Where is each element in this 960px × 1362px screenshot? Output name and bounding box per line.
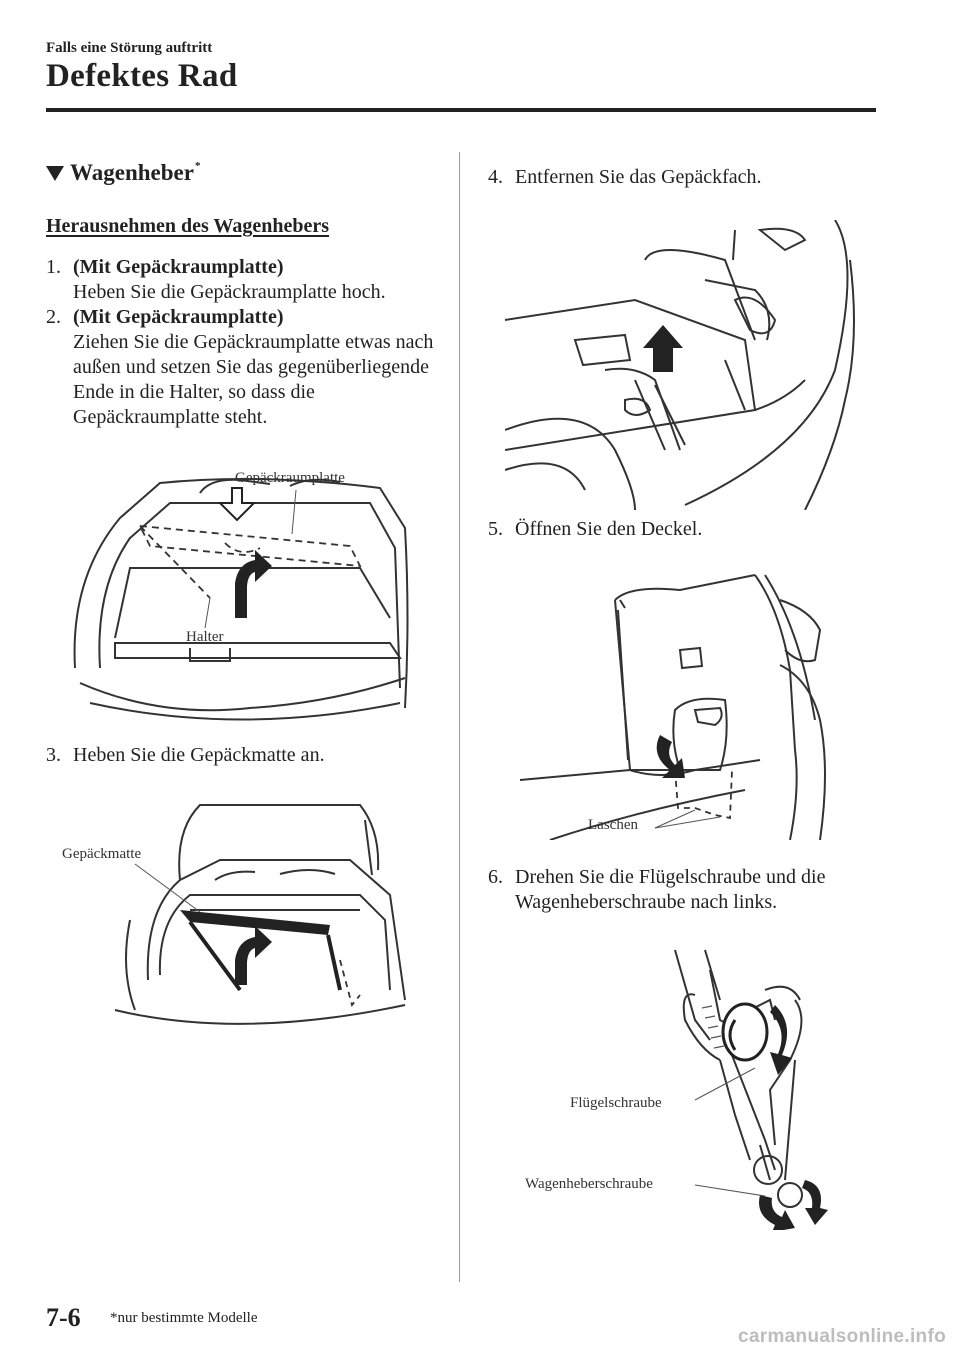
step-number: 6.	[488, 866, 503, 888]
step-text: Ziehen Sie die Gepäckraumplatte etwas na…	[73, 331, 434, 428]
step-text: Heben Sie die Gepäckraumplatte hoch.	[73, 281, 386, 303]
lift-arrow-icon	[235, 550, 272, 618]
step-4: 4. Entfernen Sie das Gepäckfach.	[488, 165, 908, 190]
luggage-tray-illustration	[505, 220, 855, 510]
page-title: Defektes Rad	[46, 58, 238, 94]
rotate-arrow-icon	[656, 735, 685, 778]
step-text: Heben Sie die Gepäckmatte an.	[73, 744, 325, 766]
figure-luggage-board: Gepäckraumplatte Halter	[60, 468, 415, 738]
section-label: Falls eine Störung auftritt	[46, 40, 213, 56]
step-condition: (Mit Gepäckraumplatte)	[73, 256, 284, 278]
callout-holder: Halter	[186, 629, 224, 645]
step-number: 2.	[46, 306, 61, 328]
footnote: *nur bestimmte Modelle	[110, 1310, 258, 1326]
figure-luggage-mat: Gepäckmatte	[60, 800, 415, 1040]
step-number: 1.	[46, 256, 61, 278]
step-6: 6. Drehen Sie die Flügelschraube und die…	[488, 865, 908, 915]
callout-luggage-mat: Gepäckmatte	[62, 846, 142, 862]
column-divider	[459, 152, 460, 1282]
step-text: Öffnen Sie den Deckel.	[515, 518, 703, 540]
step-number: 5.	[488, 518, 503, 540]
jack-screws-illustration	[674, 949, 828, 1230]
callout-tabs: Laschen	[588, 817, 638, 833]
step-3: 3. Heben Sie die Gepäckmatte an.	[46, 743, 446, 768]
rotate-left-arrow-icon	[770, 1005, 792, 1075]
step-number: 4.	[488, 166, 503, 188]
subheading: Herausnehmen des Wagenhebers	[46, 215, 329, 237]
watermark: carmanualsonline.info	[738, 1326, 946, 1347]
heading-footnote-mark: *	[194, 160, 201, 172]
luggage-mat-illustration	[114, 804, 406, 1025]
section-heading: Wagenheber*	[46, 160, 200, 186]
step-text: Drehen Sie die Flügelschraube und die Wa…	[515, 866, 826, 913]
callout-wing-bolt: Flügelschraube	[570, 1095, 662, 1111]
step-condition: (Mit Gepäckraumplatte)	[73, 306, 284, 328]
figure-cover: Laschen	[520, 570, 850, 840]
step-1: 1. (Mit Gepäckraumplatte) Heben Sie die …	[46, 255, 446, 305]
page-number: 7-6	[46, 1303, 81, 1332]
title-rule	[46, 108, 876, 112]
cover-illustration	[520, 574, 826, 840]
down-arrow-icon	[217, 487, 257, 522]
up-arrow-icon	[643, 325, 683, 372]
figure-jack-screws: Flügelschraube Wagenheberschraube	[520, 940, 850, 1230]
step-5: 5. Öffnen Sie den Deckel.	[488, 517, 908, 542]
figure-luggage-tray	[505, 220, 870, 510]
lift-arrow-icon	[235, 926, 272, 985]
callout-jack-screw: Wagenheberschraube	[525, 1176, 653, 1192]
step-number: 3.	[46, 744, 61, 766]
luggage-board-illustration	[73, 478, 409, 721]
step-2: 2. (Mit Gepäckraumplatte) Ziehen Sie die…	[46, 305, 446, 430]
section-heading-text: Wagenheber	[70, 160, 194, 185]
callout-luggage-board: Gepäckraumplatte	[235, 470, 345, 486]
step-text: Entfernen Sie das Gepäckfach.	[515, 166, 762, 188]
jack-screw-arrow-icon	[759, 1195, 795, 1230]
triangle-bullet-icon	[46, 166, 64, 181]
